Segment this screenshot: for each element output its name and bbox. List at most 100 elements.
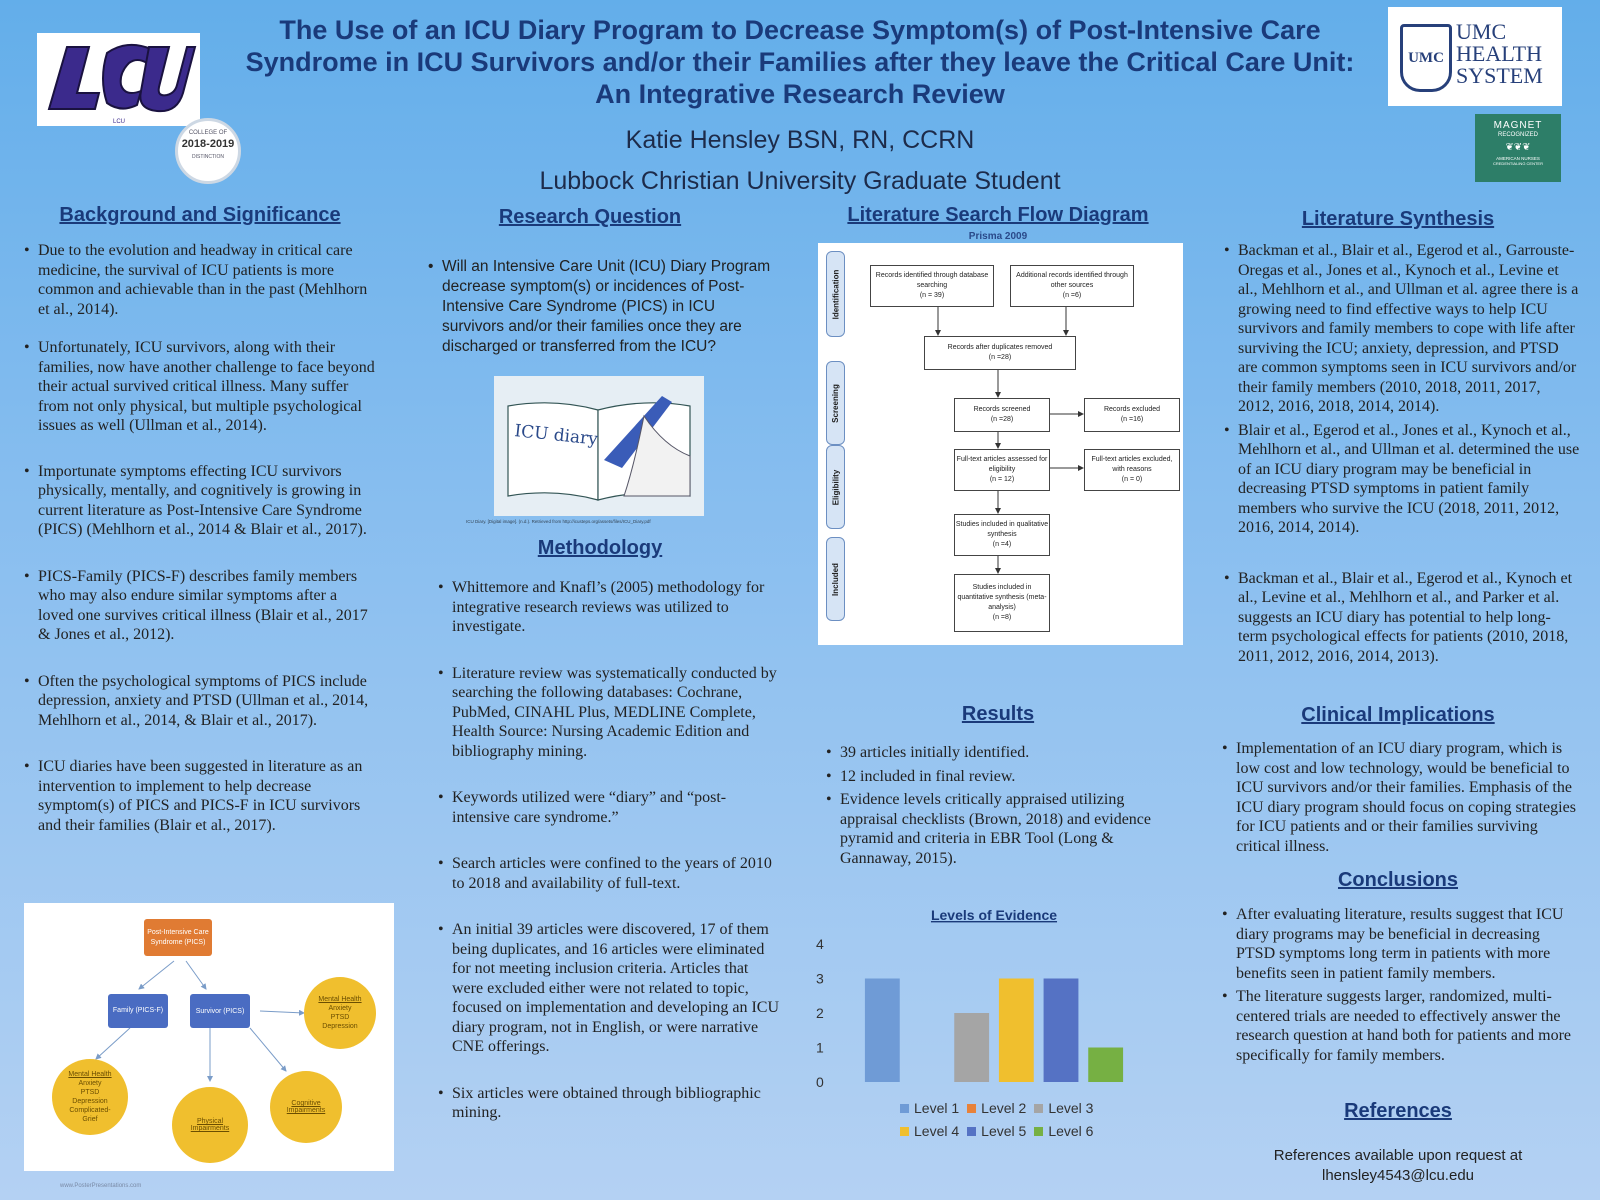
background-heading: Background and Significance [59,204,341,226]
methodology-bullet: Literature review was systematically con… [438,664,783,762]
research-question-bullet: Will an Intensive Care Unit (ICU) Diary … [428,257,773,357]
legend-label: Level 4 [914,1123,960,1139]
flow-other-records: Additional records identified through ot… [1010,265,1134,307]
results-bullet: 12 included in final review. [826,767,1180,787]
background-bullet: PICS-Family (PICS-F) describes family me… [24,567,376,645]
background-bullet: Unfortunately, ICU survivors, along with… [24,338,376,436]
synthesis-section: Backman et al., Blair et al., Egerod et … [1224,241,1580,666]
pics-survivor-node: Survivor (PICS) [190,994,250,1028]
methodology-bullet: Search articles were confined to the yea… [438,854,783,893]
cognitive-impairments-node: Cognitive Impairments [270,1071,342,1143]
conclusions-heading: Conclusions [1337,869,1458,891]
flow-dedup: Records after duplicates removed (n =28) [924,336,1076,370]
flow-quantitative: Studies included in quantitative synthes… [954,574,1050,632]
flow-subheading: Prisma 2009 [968,231,1028,242]
results-section: 39 articles initially identified. 12 inc… [826,743,1180,868]
flow-fulltext-excluded: Full-text articles excluded, with reason… [1084,449,1180,491]
conclusions-bullet: After evaluating literature, results sug… [1222,905,1578,983]
magnet-badge: MAGNET RECOGNIZED ❦❦❦ AMERICAN NURSES CR… [1475,114,1561,182]
background-section: Due to the evolution and headway in crit… [24,241,376,835]
bar-level-3 [954,1013,990,1082]
physical-impairments-node: Physical Impairments [172,1087,248,1163]
stage-identification: Identification [826,251,845,337]
legend-label: Level 6 [1048,1123,1094,1139]
legend-item: Level 6 [1034,1123,1093,1139]
pics-root-node: Post-Intensive Care Syndrome (PICS) [144,919,212,956]
legend-swatch [967,1104,977,1113]
icu-diary-image: ICU diary [494,376,704,516]
legend-item: Level 5 [967,1123,1026,1139]
flow-qualitative: Studies included in qualitative synthesi… [954,514,1050,556]
bar-level-5 [1043,978,1079,1082]
pics-family-node: Family (PICS-F) [108,994,168,1028]
bar-level-4 [998,978,1034,1082]
background-bullet: Importunate symptoms effecting ICU survi… [24,462,376,540]
implications-heading: Clinical Implications [1301,704,1495,726]
legend-label: Level 1 [914,1100,960,1116]
legend-item: Level 1 [900,1100,959,1116]
flow-fulltext: Full-text articles assessed for eligibil… [954,449,1050,491]
implications-section: Implementation of an ICU diary program, … [1222,739,1578,856]
methodology-bullet: An initial 39 articles were discovered, … [438,920,783,1057]
background-bullet: Due to the evolution and headway in crit… [24,241,376,319]
legend-swatch [1034,1104,1044,1113]
stage-screening: Screening [826,361,845,445]
synthesis-heading: Literature Synthesis [1301,208,1495,230]
research-question-heading: Research Question [498,206,682,228]
flow-screened: Records screened (n =28) [954,398,1050,432]
legend-swatch [900,1104,909,1113]
y-tick-label: 2 [816,1005,824,1021]
background-bullet: Often the psychological symptoms of PICS… [24,672,376,731]
legend-item: Level 4 [900,1123,959,1139]
mental-health-family-node: Mental Health Anxiety PTSD Depression Co… [52,1059,128,1135]
legend-label: Level 2 [981,1100,1027,1116]
legend-swatch [900,1127,909,1136]
author-name: Katie Hensley BSN, RN, CCRN [625,126,975,154]
poster-title: The Use of an ICU Diary Program to Decre… [245,15,1355,109]
umc-shield-icon: UMC [1400,24,1452,92]
synthesis-bullet: Backman et al., Blair et al., Egerod et … [1224,241,1580,417]
stage-eligibility: Eligibility [826,445,845,529]
methodology-bullet: Six articles were obtained through bibli… [438,1084,783,1123]
legend-swatch [1034,1127,1044,1136]
conclusions-bullet: The literature suggests larger, randomiz… [1222,987,1578,1065]
methodology-section: Whittemore and Knafl’s (2005) methodolog… [438,578,783,1123]
flow-diagram-heading: Literature Search Flow Diagram [847,204,1149,226]
results-bullet: Evidence levels critically appraised uti… [826,790,1180,868]
y-tick-label: 0 [816,1074,824,1090]
pics-diagram: Post-Intensive Care Syndrome (PICS) Fami… [24,903,394,1171]
references-email[interactable]: lhensley4543@lcu.edu [1322,1167,1474,1184]
y-tick-label: 1 [816,1040,824,1056]
methodology-bullet: Keywords utilized were “diary” and “post… [438,788,783,827]
prisma-flow-diagram: Identification Screening Eligibility Inc… [818,243,1183,645]
legend-label: Level 3 [1048,1100,1094,1116]
conclusions-section: After evaluating literature, results sug… [1222,905,1578,1065]
references-heading: References [1344,1100,1452,1122]
results-bullet: 39 articles initially identified. [826,743,1180,763]
chart-title: Levels of Evidence [931,907,1057,923]
lcu-logo-text: LCU [113,119,125,125]
methodology-heading: Methodology [537,537,663,559]
results-heading: Results [961,703,1035,725]
flow-excluded: Records excluded (n =16) [1084,398,1180,432]
implications-bullet: Implementation of an ICU diary program, … [1222,739,1578,856]
legend-item: Level 3 [1034,1100,1093,1116]
methodology-bullet: Whittemore and Knafl’s (2005) methodolog… [438,578,783,637]
flow-db-records: Records identified through database sear… [870,265,994,307]
synthesis-bullet: Backman et al., Blair et al., Egerod et … [1224,569,1580,667]
y-tick-label: 3 [816,971,824,987]
research-question-section: Will an Intensive Care Unit (ICU) Diary … [428,257,773,357]
bar-level-6 [1088,1047,1124,1082]
background-bullet: ICU diaries have been suggested in liter… [24,757,376,835]
legend-label: Level 5 [981,1123,1027,1139]
mental-health-survivor-node: Mental Health Anxiety PTSD Depression [304,977,376,1049]
synthesis-bullet: Blair et al., Egerod et al., Jones et al… [1224,421,1580,538]
affiliation: Lubbock Christian University Graduate St… [539,167,1061,195]
image-caption: ICU Diary. [Digital image]. (n.d.). Retr… [466,519,651,524]
poster-credit: www.PosterPresentations.com [60,1183,142,1189]
distinction-badge: COLLEGE OF 2018-2019 DISTINCTION [175,118,241,184]
stage-included: Included [826,537,845,621]
